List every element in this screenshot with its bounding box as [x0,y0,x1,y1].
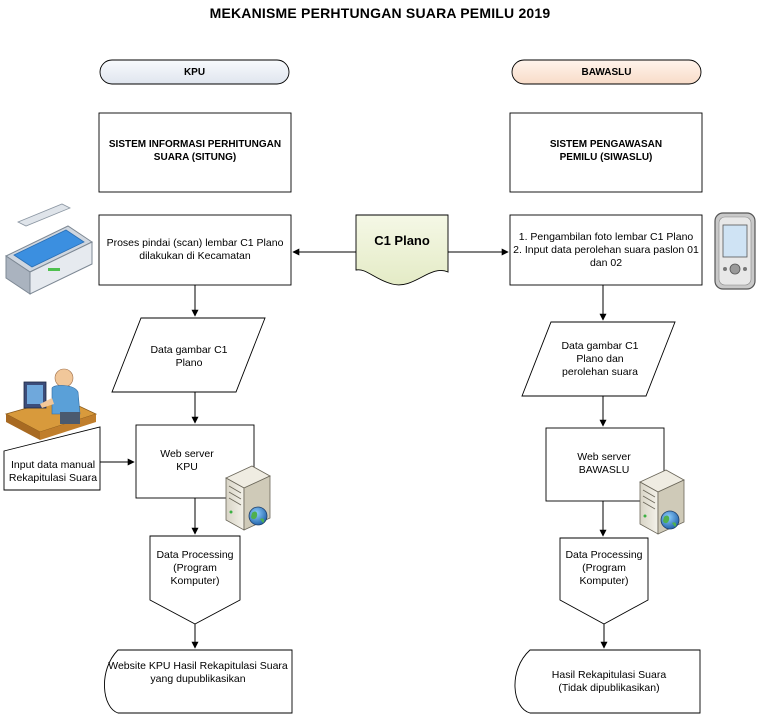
kpu-data-parallelogram [111,317,266,393]
manual-input-label: Input data manual Rekapitulasi Suara [8,459,98,484]
kpu-processing-label: Data Processing (Program Komputer) [156,549,234,587]
kpu-system-box [98,112,292,193]
scanner-icon [4,203,94,295]
kpu-processing-shape [149,535,241,625]
globe-icon [248,506,268,526]
kpu-data-label: Data gambar C1 Plano [150,344,228,369]
bawaslu-output-terminator [514,649,701,714]
kpu-web-server-label: Web server KPU [160,448,214,473]
bawaslu-processing-shape [559,537,649,625]
bawaslu-data-label: Data gambar C1 Plano dan perolehan suara [561,340,639,378]
kpu-system-label: SISTEM INFORMASI PERHITUNGAN SUARA (SITU… [108,139,282,163]
operator-computer-icon [4,368,98,440]
bawaslu-system-label: SISTEM PENGAWASAN PEMILU (SIWASLU) [549,139,663,163]
bawaslu-system-box [509,112,703,193]
bawaslu-processing-label: Data Processing (Program Komputer) [565,549,643,587]
bawaslu-data-parallelogram [521,321,676,397]
manual-input-box [3,426,101,491]
kpu-header-label: KPU [183,67,206,78]
c1-plano-label: C1 Plano [374,233,430,248]
bawaslu-photo-label-2: 2. Input data perolehan suara paslon 01 … [513,244,699,269]
kpu-scan-box [98,214,292,286]
kpu-header-pill [99,59,290,85]
bawaslu-output-label-1: Hasil Rekapitulasi Suara [551,669,667,681]
kpu-output-label: Website KPU Hasil Rekapitulasi Suara yan… [108,660,288,685]
c1-plano-document [355,214,449,286]
globe-icon-bawaslu [660,510,680,530]
page-title: MEKANISME PERHTUNGAN SUARA PEMILU 2019 [209,5,551,21]
kpu-scan-label: Proses pindai (scan) lembar C1 Plano dil… [106,237,284,262]
bawaslu-header-pill [511,59,702,85]
bawaslu-photo-box [509,214,703,286]
bawaslu-photo-label-1: 1. Pengambilan foto lembar C1 Plano [518,231,694,243]
bawaslu-output-label-2: (Tidak dipublikasikan) [558,682,660,694]
mobile-device-icon [714,212,756,290]
kpu-output-terminator [104,649,293,714]
bawaslu-header-label: BAWASLU [581,67,632,78]
bawaslu-web-server-label: Web server BAWASLU [577,451,631,476]
